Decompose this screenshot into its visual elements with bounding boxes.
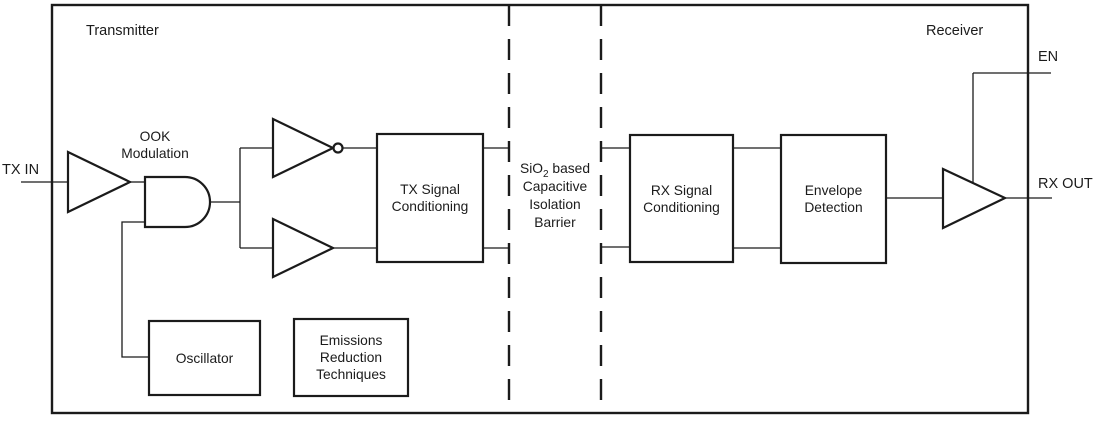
barrier-sio-text: SiO	[520, 161, 543, 176]
tx-signal-conditioning-line1: TX Signal	[400, 182, 460, 197]
tx-signal-conditioning-line2: Conditioning	[391, 199, 469, 214]
emissions-reduction-line1: Emissions	[319, 333, 383, 348]
ook-modulation-label: OOK Modulation	[95, 129, 215, 162]
emissions-reduction-label: Emissions Reduction Techniques	[294, 319, 408, 396]
barrier-based-text: based	[548, 161, 590, 176]
buffer-triangle	[271, 217, 336, 279]
transmitter-region-label: Transmitter	[86, 23, 159, 39]
isolation-barrier-label: SiO2 based Capacitive Isolation Barrier	[509, 160, 601, 232]
inverter-triangle	[271, 117, 336, 179]
rx-output-buffer-triangle	[941, 167, 1008, 230]
tx-in-port-label: TX IN	[2, 162, 40, 178]
barrier-subscript: 2	[543, 168, 549, 180]
rx-signal-conditioning-label: RX Signal Conditioning	[630, 135, 733, 262]
tx-signal-conditioning-box	[375, 132, 485, 264]
receiver-region-label: Receiver	[926, 23, 984, 39]
envelope-detection-line1: Envelope	[804, 183, 863, 198]
wires	[21, 72, 1052, 358]
tx-input-buffer-triangle	[66, 150, 133, 214]
ook-modulation-and-gate	[143, 175, 212, 229]
ook-modulation-line2: Modulation	[121, 145, 189, 161]
envelope-detection-line2: Detection	[804, 200, 863, 215]
oscillator-box	[147, 319, 262, 397]
isolation-barrier-line2: Capacitive	[522, 179, 588, 194]
inverter-bubble	[332, 142, 344, 154]
rx-signal-conditioning-line1: RX Signal	[650, 182, 713, 198]
oscillator-label: Oscillator	[149, 321, 260, 395]
ook-modulation-line1: OOK	[139, 129, 171, 144]
oscillator-line1: Oscillator	[175, 350, 234, 366]
envelope-detection-label: Envelope Detection	[781, 135, 886, 263]
emissions-reduction-line3: Techniques	[316, 367, 386, 382]
rx-signal-conditioning-line2: Conditioning	[643, 199, 720, 215]
en-port-label: EN	[1038, 49, 1059, 65]
isolation-barrier-line3: Isolation	[529, 197, 581, 212]
envelope-detection-box	[779, 133, 888, 265]
rx-signal-conditioning-box	[628, 133, 735, 264]
emissions-reduction-line2: Reduction	[319, 350, 383, 365]
isolation-barrier-line1: SiO2 based	[509, 160, 601, 180]
isolation-barrier-line4: Barrier	[534, 215, 576, 230]
emissions-reduction-box	[292, 317, 410, 398]
oscillator-feedback-wire	[121, 221, 149, 358]
rx-out-port-label: RX OUT	[1038, 176, 1093, 192]
device-outline-box	[50, 3, 1030, 415]
tx-signal-conditioning-label: TX Signal Conditioning	[377, 134, 483, 262]
